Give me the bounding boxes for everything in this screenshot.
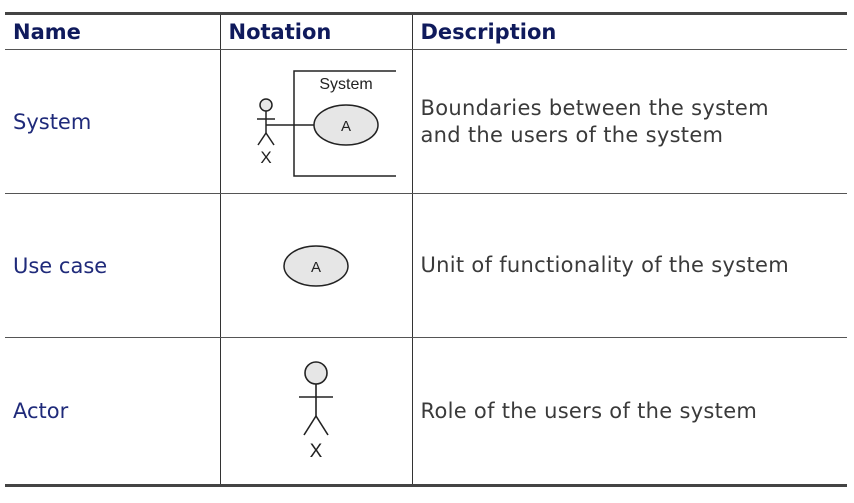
notation-cell-system: System A X <box>219 49 412 194</box>
actor-label: X <box>260 148 271 167</box>
actor-label: X <box>310 441 323 462</box>
header-description: Description <box>411 12 847 50</box>
description-line: Role of the users of the system <box>420 398 758 423</box>
header-name: Name <box>5 12 220 50</box>
uml-use-case-icon: A <box>283 244 349 287</box>
use-case-label: A <box>341 118 351 135</box>
description-line: Boundaries between the system <box>420 95 769 120</box>
use-case-label: A <box>311 259 321 276</box>
description-line: and the users of the system <box>420 122 724 147</box>
description-line: Unit of functionality of the system <box>420 253 789 277</box>
uml-actor-icon: X <box>299 361 333 462</box>
actor-stick-figure <box>299 361 333 436</box>
row-description-system: Boundaries between the system and the us… <box>411 49 847 194</box>
table-row: System System A <box>5 49 847 194</box>
row-name-use-case: Use case <box>5 193 220 338</box>
table-row: Actor X Role of the users of the system <box>5 337 847 487</box>
table-row: Use case A Unit of functionality of the … <box>5 193 847 338</box>
actor-stick-figure <box>257 97 275 145</box>
row-description-use-case: Unit of functionality of the system <box>411 193 847 338</box>
uml-notation-table: Name Notation Description System System … <box>5 12 847 487</box>
header-notation: Notation <box>219 12 412 50</box>
notation-cell-actor: X <box>219 337 412 487</box>
row-name-system: System <box>5 49 220 194</box>
system-boundary-label: System <box>319 76 372 93</box>
notation-cell-use-case: A <box>219 193 412 338</box>
table-header-row: Name Notation Description <box>5 12 847 50</box>
uml-system-boundary-icon: System A X <box>257 69 396 177</box>
row-description-actor: Role of the users of the system <box>411 337 847 487</box>
row-name-actor: Actor <box>5 337 220 487</box>
use-case-ellipse <box>283 244 349 287</box>
